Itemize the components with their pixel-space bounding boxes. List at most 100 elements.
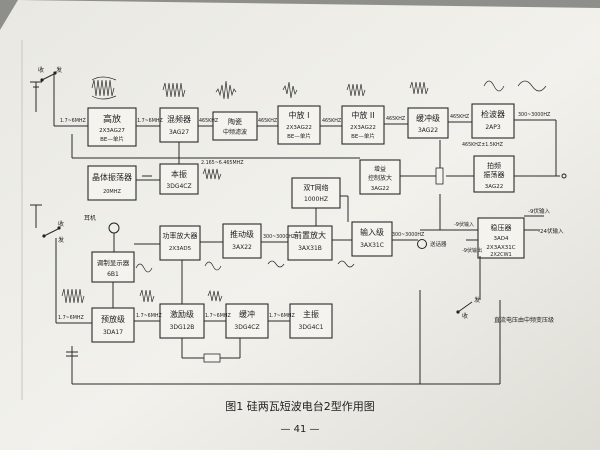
svg-text:3DG4CZ: 3DG4CZ — [234, 324, 259, 331]
waveform-preamp — [267, 260, 285, 268]
waveform-audio — [517, 80, 547, 92]
svg-text:3AX22: 3AX22 — [232, 244, 252, 251]
svg-text:1.7~6MHZ: 1.7~6MHZ — [137, 118, 163, 124]
svg-text:465KHZ: 465KHZ — [386, 116, 406, 122]
svg-text:-9伏输出: -9伏输出 — [462, 247, 482, 254]
svg-text:双T网络: 双T网络 — [303, 183, 328, 192]
svg-text:缓冲级: 缓冲级 — [416, 113, 440, 123]
svg-text:1.7~6MHZ: 1.7~6MHZ — [269, 313, 295, 319]
local-oscillator-block — [159, 163, 199, 195]
label-rx-top: 收 — [38, 66, 44, 74]
waveform-if-2 — [346, 83, 366, 97]
svg-text:1.7~6MHZ: 1.7~6MHZ — [60, 118, 86, 124]
svg-text:300~3000HZ: 300~3000HZ — [518, 112, 551, 118]
svg-text:-9伏输入: -9伏输入 — [454, 221, 474, 228]
svg-text:振荡器: 振荡器 — [484, 170, 505, 179]
svg-text:1.7~6MHZ: 1.7~6MHZ — [205, 313, 231, 319]
note-label: 直流电压由中频变压级 — [494, 316, 554, 324]
waveform-tx-rf — [139, 289, 155, 303]
svg-text:3AX31C: 3AX31C — [360, 242, 384, 249]
driver-block — [222, 223, 262, 259]
double-t-network-block — [291, 177, 341, 209]
svg-text:465KHZ: 465KHZ — [322, 118, 342, 124]
svg-text:收: 收 — [462, 312, 468, 320]
svg-text:前置放大: 前置放大 — [294, 230, 326, 240]
label-rx-lower: 收 — [58, 220, 64, 228]
svg-text:晶体振荡器: 晶体振荡器 — [92, 172, 132, 182]
capacitor-icon — [142, 175, 152, 181]
svg-text:中频滤波: 中频滤波 — [223, 128, 247, 136]
svg-text:增益: 增益 — [374, 165, 386, 173]
mixer-block — [159, 107, 199, 143]
svg-text:3AX31B: 3AX31B — [298, 245, 322, 252]
waveform-driver — [204, 261, 222, 271]
svg-text:465KHZ: 465KHZ — [199, 118, 219, 124]
crystal-oscillator-block — [87, 165, 137, 201]
svg-text:2X3AG27: 2X3AG27 — [99, 128, 125, 134]
lower-switch — [42, 226, 61, 238]
svg-text:2X3AX31C: 2X3AX31C — [486, 245, 515, 251]
page-number: — 41 — — [280, 424, 319, 435]
agc-amp-block — [359, 159, 401, 195]
figure-caption: 图1 硅两瓦短波电台2型作用图 — [225, 399, 375, 413]
waveform-input — [337, 260, 355, 268]
waveform-if-1 — [282, 81, 298, 99]
svg-text:稳压器: 稳压器 — [491, 223, 512, 232]
svg-text:3AG22: 3AG22 — [485, 184, 503, 190]
svg-text:混频器: 混频器 — [167, 114, 191, 124]
svg-text:拍频: 拍频 — [487, 161, 501, 170]
tx-osc-block — [473, 155, 515, 193]
buffer-rx-block — [407, 107, 449, 139]
waveform-audio-sine — [135, 263, 153, 273]
waveform-sine — [483, 80, 505, 92]
preamp-block — [287, 225, 333, 261]
antenna-icon — [30, 204, 42, 228]
microphone-icon — [417, 239, 427, 249]
svg-text:中放 II: 中放 II — [351, 110, 374, 120]
svg-text:激励级: 激励级 — [170, 309, 194, 319]
svg-text:缓冲: 缓冲 — [239, 309, 255, 319]
rf-amp-block — [87, 107, 137, 147]
waveform-tx-buffer — [207, 289, 223, 303]
agc-resistor — [435, 167, 444, 185]
waveform-lo — [202, 167, 222, 181]
svg-text:3DG12B: 3DG12B — [170, 324, 195, 331]
svg-text:3AG22: 3AG22 — [371, 186, 389, 192]
if-amp-2-block — [341, 105, 385, 145]
svg-text:6B1: 6B1 — [107, 271, 119, 278]
svg-text:推动级: 推动级 — [230, 229, 254, 239]
svg-text:3DG4CZ: 3DG4CZ — [166, 183, 191, 190]
svg-text:中放 I: 中放 I — [289, 110, 310, 120]
svg-text:本振: 本振 — [171, 169, 187, 179]
svg-text:陶瓷: 陶瓷 — [228, 117, 242, 126]
if-amp-1-block — [277, 105, 321, 145]
crystal-icon — [203, 353, 221, 363]
svg-text:控制放大: 控制放大 — [368, 174, 392, 182]
svg-text:2X3AD5: 2X3AD5 — [169, 246, 192, 252]
svg-text:发: 发 — [474, 296, 480, 304]
svg-text:2AP3: 2AP3 — [485, 124, 501, 131]
svg-text:3DG4C1: 3DG4C1 — [299, 324, 324, 331]
svg-text:300~3000HZ: 300~3000HZ — [263, 234, 296, 240]
svg-text:功率放大器: 功率放大器 — [163, 231, 198, 240]
svg-text:3AD4: 3AD4 — [494, 236, 509, 242]
svg-text:465KHZ: 465KHZ — [258, 118, 278, 124]
detector-block — [471, 103, 515, 139]
svg-text:1000HZ: 1000HZ — [304, 196, 328, 203]
power-switch — [456, 301, 473, 314]
svg-text:BE—单片: BE—单片 — [351, 132, 375, 140]
power-in-label: -24伏输入 — [538, 227, 564, 235]
waveform-buffer — [409, 81, 429, 95]
svg-text:主振: 主振 — [303, 309, 319, 319]
svg-text:1.7~6MHZ: 1.7~6MHZ — [58, 315, 84, 321]
top-switch — [40, 71, 57, 82]
waveform-burst-filter — [215, 80, 237, 100]
svg-text:BE—单片: BE—单片 — [287, 132, 311, 140]
waveform-tx-am — [61, 288, 85, 304]
svg-text:2X3AG22: 2X3AG22 — [286, 125, 312, 131]
svg-text:465KHZ: 465KHZ — [450, 114, 470, 120]
label-tx-top: 发 — [56, 66, 62, 74]
svg-text:检波器: 检波器 — [481, 109, 505, 119]
